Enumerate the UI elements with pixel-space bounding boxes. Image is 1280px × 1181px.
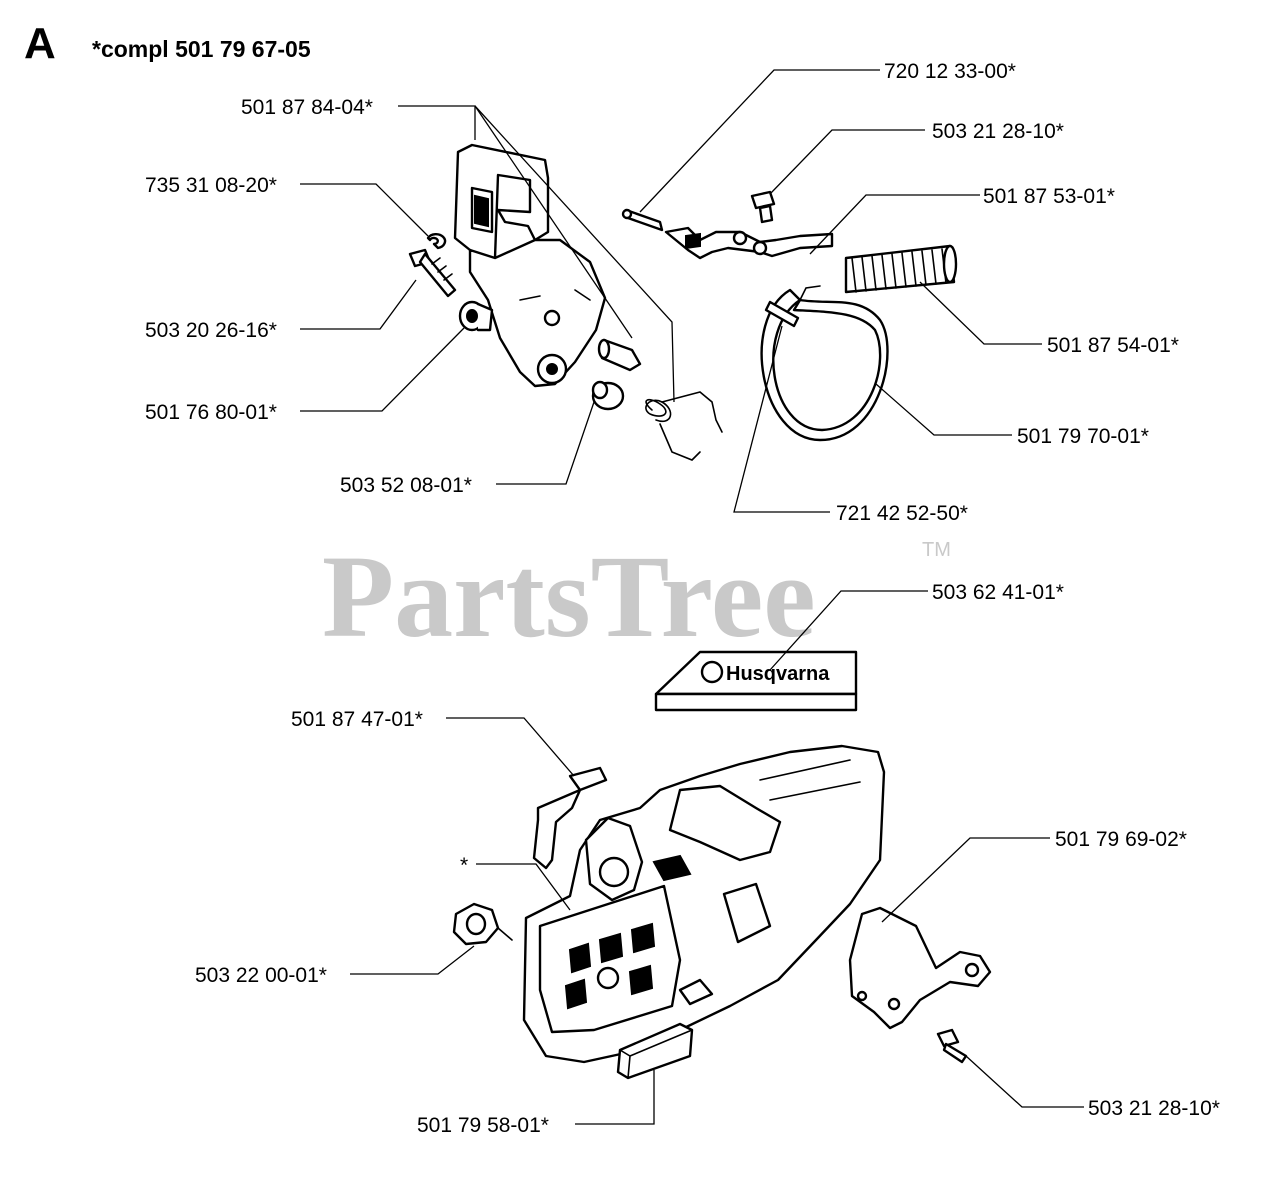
decal-brand: Husqvarna [726, 663, 830, 685]
part-label-721-42-52-50: 721 42 52-50* [836, 502, 968, 525]
circlip [426, 232, 447, 250]
part-label-501-87-47-01: 501 87 47-01* [291, 708, 423, 731]
lever-pin [621, 208, 664, 232]
part-label-735-31-08-20: 735 31 08-20* [145, 174, 277, 197]
brake-band [760, 285, 889, 442]
part-label-501-76-80-01: 501 76 80-01* [145, 401, 277, 424]
part-label-501-79-58-01: 501 79 58-01* [417, 1114, 549, 1137]
part-label-720-12-33-00: 720 12 33-00* [884, 60, 1016, 83]
part-label-503-22-00-01: 503 22 00-01* [195, 964, 327, 987]
brake-lever [664, 226, 834, 260]
plate-screw [936, 1028, 968, 1064]
torsion-spring [645, 391, 723, 461]
part-label-501-87-53-01: 501 87 53-01* [983, 185, 1115, 208]
clutch-cover [522, 744, 886, 1064]
decal: Husqvarna [654, 650, 858, 712]
part-label-503-20-26-16: 503 20 26-16* [145, 319, 277, 342]
watermark-trademark: TM [922, 539, 951, 561]
watermark-brand: PartsTree [322, 531, 816, 662]
part-label-503-62-41-01: 503 62 41-01* [932, 581, 1064, 604]
washer [591, 380, 625, 411]
part-label-501-87-84-04: 501 87 84-04* [241, 96, 373, 119]
lever-screw [750, 190, 776, 224]
bushing [458, 300, 494, 332]
brake-handle [453, 143, 607, 388]
shoulder-screw [408, 248, 457, 298]
assembly-number: *compl 501 79 67-05 [92, 36, 311, 62]
part-label-503-52-08-01: 503 52 08-01* [340, 474, 472, 497]
band-pin [764, 300, 800, 328]
bar-nut [452, 902, 513, 946]
part-label-503-21-28-10-lower: 503 21 28-10* [1088, 1097, 1220, 1120]
chain-guard-plate [532, 766, 608, 870]
part-label-501-79-69-02: 501 79 69-02* [1055, 828, 1187, 851]
leader-lines [300, 69, 1084, 1125]
cover-pad [616, 1022, 694, 1080]
section-letter: A [24, 19, 56, 68]
pivot-pin [597, 338, 642, 372]
part-label-501-87-54-01: 501 87 54-01* [1047, 334, 1179, 357]
part-label-503-21-28-10-upper: 503 21 28-10* [932, 120, 1064, 143]
brake-spring [844, 244, 958, 294]
part-label-asterisk: * [460, 854, 468, 877]
chain-catcher-plate [848, 906, 992, 1030]
part-label-501-79-70-01: 501 79 70-01* [1017, 425, 1149, 448]
